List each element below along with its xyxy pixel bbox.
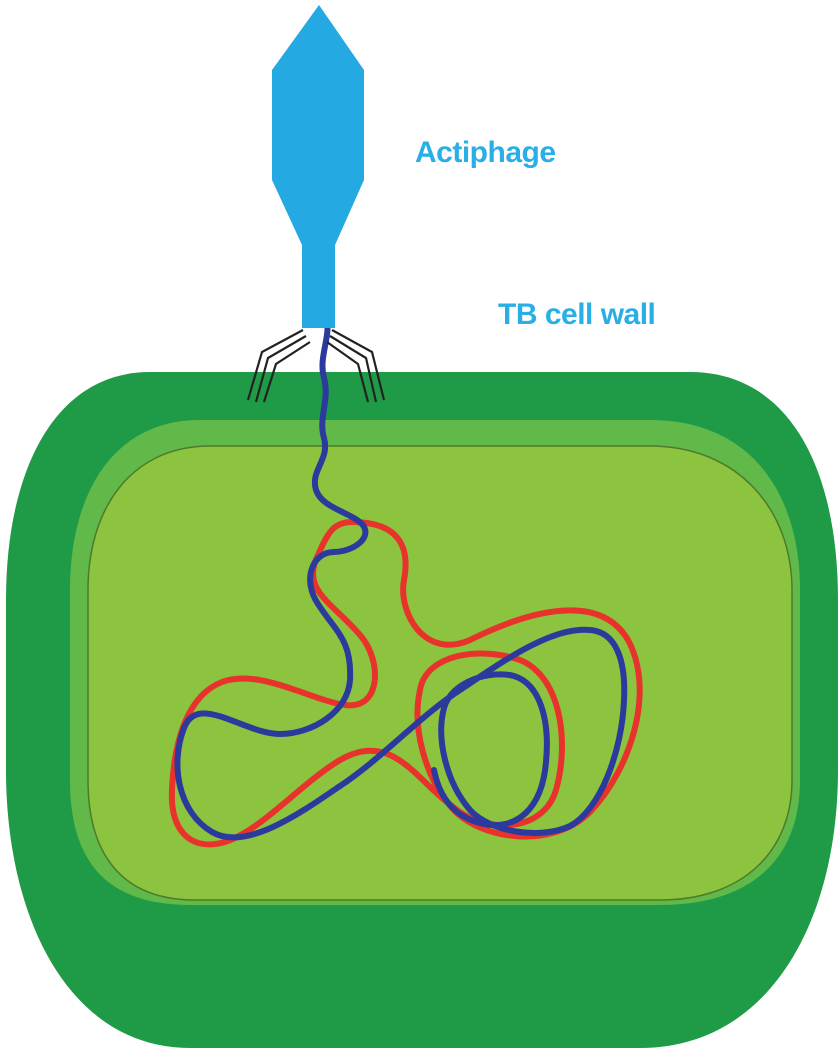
- phage-capsid-head: [272, 5, 364, 328]
- actiphage-label: Actiphage: [415, 136, 556, 170]
- tb-cell-wall-label: TB cell wall: [498, 298, 655, 332]
- tb-cytoplasm: [88, 446, 792, 900]
- tb-bacterium: [6, 372, 838, 1048]
- actiphage-bacteriophage: [248, 5, 384, 402]
